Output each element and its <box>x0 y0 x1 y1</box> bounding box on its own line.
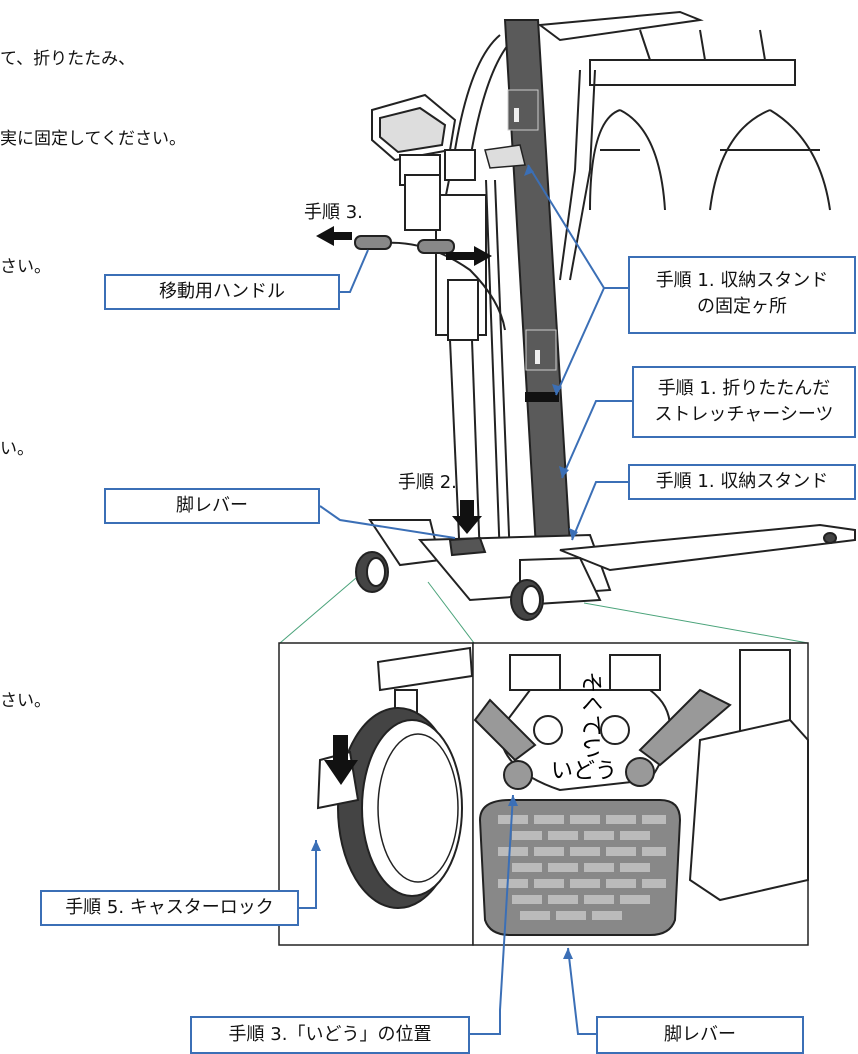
leader-arrowheads <box>311 165 578 959</box>
callout-sheet-line1: 手順 1. 折りたたんだ <box>657 378 831 399</box>
leader-lines <box>299 164 632 1035</box>
callout-storage-stand: 手順 1. 収納スタンド <box>628 464 856 500</box>
callout-stand-fix-line1: 手順 1. 収納スタンド <box>655 270 829 291</box>
callout-move-position: 手順 3.「いどう」の位置 <box>190 1016 470 1054</box>
callout-move-handle: 移動用ハンドル <box>104 274 340 310</box>
step3-top-label: 手順 3. <box>304 202 363 223</box>
instruction-line-1: て、折りたたみ、 <box>0 49 136 69</box>
inset-caster-panel <box>278 642 474 946</box>
instruction-line-4: い。 <box>0 439 34 459</box>
callout-stand-fix-line2: の固定ヶ所 <box>697 296 787 317</box>
base-legs <box>368 519 856 607</box>
control-box <box>371 93 476 186</box>
callout-leg-lever-left: 脚レバー <box>104 488 320 524</box>
direction-arrow-right <box>446 246 492 266</box>
pedal-label-move: いどう <box>551 759 617 784</box>
mast <box>404 174 511 561</box>
move-handle-graphic <box>354 235 506 331</box>
step2-down-arrow <box>452 500 482 534</box>
inset-pedal-panel <box>472 642 809 946</box>
callout-leg-lever-bottom: 脚レバー <box>596 1016 804 1054</box>
pedal-grip-pattern <box>498 815 666 920</box>
instruction-line-3: さい。 <box>0 257 51 277</box>
pedal-label-group: そくてい いどう <box>551 671 617 784</box>
direction-arrow-left <box>316 226 352 246</box>
storage-stand-pole <box>484 19 572 550</box>
callout-caster-lock-text: 手順 5. キャスターロック <box>65 897 274 918</box>
callout-leg-lever-bottom-text: 脚レバー <box>664 1024 736 1045</box>
pedal-label-measure: そくてい <box>578 671 603 758</box>
callout-leg-lever-left-text: 脚レバー <box>176 495 248 516</box>
callout-stand-fix-points: 手順 1. 収納スタンド の固定ヶ所 <box>628 256 856 334</box>
callout-move-handle-text: 移動用ハンドル <box>159 281 285 302</box>
caster-wheels <box>355 532 837 621</box>
callout-move-position-text: 手順 3.「いどう」の位置 <box>228 1024 432 1045</box>
instruction-line-2: 実に固定してください。 <box>0 129 186 149</box>
inset-guides <box>279 577 809 644</box>
step2-label: 手順 2. <box>398 472 457 493</box>
instruction-line-5: さい。 <box>0 691 51 711</box>
caster-lock-arrow <box>324 735 358 785</box>
callout-folded-sheet: 手順 1. 折りたたんだ ストレッチャーシーツ <box>632 366 856 438</box>
callout-caster-lock: 手順 5. キャスターロック <box>40 890 299 926</box>
callout-storage-stand-text: 手順 1. 収納スタンド <box>655 471 829 492</box>
callout-sheet-line2: ストレッチャーシーツ <box>654 404 834 425</box>
lift-frame <box>444 10 831 281</box>
